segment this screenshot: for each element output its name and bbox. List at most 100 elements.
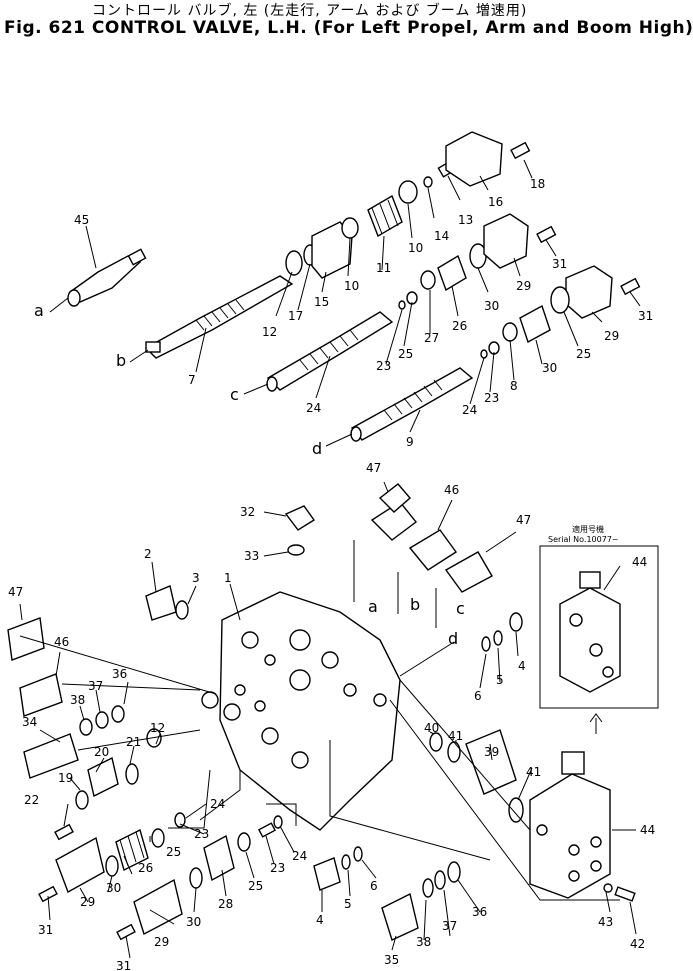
callout: 8 — [510, 379, 518, 393]
callout: 46 — [444, 483, 459, 497]
inset-serial: Serial No.10077~ — [548, 535, 619, 544]
letter-c: c — [230, 385, 239, 404]
callout: 31 — [116, 959, 131, 971]
callout: 2 — [144, 547, 152, 561]
left-plugs — [7, 585, 189, 841]
callout: 29 — [516, 279, 531, 293]
callout: 3 — [192, 571, 200, 585]
callout: 44 — [640, 823, 655, 837]
letter-b: b — [410, 595, 420, 614]
callout: 10 — [344, 279, 359, 293]
callout: 24 — [210, 797, 225, 811]
right-plugs — [429, 612, 524, 823]
callout: 27 — [424, 331, 439, 345]
letter-b: b — [116, 351, 126, 370]
part-9-spool — [350, 367, 474, 442]
upper-inserts — [284, 483, 493, 593]
callout: 32 — [240, 505, 255, 519]
callout: 24 — [292, 849, 307, 863]
title-japanese: コントロール バルブ, 左 (左走行, アーム および ブーム 増速用) — [92, 3, 528, 19]
callout: 39 — [484, 745, 499, 759]
callout: 24 — [306, 401, 321, 415]
letter-d: d — [312, 439, 322, 458]
callout: 29 — [80, 895, 95, 909]
callout: 35 — [384, 953, 399, 967]
callout: 34 — [22, 715, 37, 729]
callout: 43 — [598, 915, 613, 929]
callout: 45 — [74, 213, 89, 227]
callout: 47 — [366, 461, 381, 475]
callout: 6 — [370, 879, 378, 893]
callout: 38 — [416, 935, 431, 949]
callout: 7 — [188, 373, 196, 387]
connection-letters: a b c d a b c d — [34, 301, 465, 648]
callout: 28 — [218, 897, 233, 911]
callout: 6 — [474, 689, 482, 703]
callout: 37 — [88, 679, 103, 693]
callout: 37 — [442, 919, 457, 933]
callout: 29 — [154, 935, 169, 949]
callout: 23 — [484, 391, 499, 405]
callout: 42 — [630, 937, 645, 951]
callout: 22 — [24, 793, 39, 807]
callout: 25 — [398, 347, 413, 361]
callout: 1 — [224, 571, 232, 585]
callout: 44 — [632, 555, 647, 569]
callout: 30 — [484, 299, 499, 313]
part-44-inset — [559, 571, 621, 693]
callout: 18 — [530, 177, 545, 191]
callout: 5 — [496, 673, 504, 687]
callout: 41 — [448, 729, 463, 743]
callout: 5 — [344, 897, 352, 911]
callout: 19 — [58, 771, 73, 785]
callout: 26 — [138, 861, 153, 875]
callout: 30 — [106, 881, 121, 895]
callout: 12 — [150, 721, 165, 735]
callout: 12 — [262, 325, 277, 339]
callout: 24 — [462, 403, 477, 417]
callout: 23 — [194, 827, 209, 841]
callout: 20 — [94, 745, 109, 759]
callout: 13 — [458, 213, 473, 227]
callout: 9 — [406, 435, 414, 449]
figure-title: Fig. 621 CONTROL VALVE, L.H. (For Left P… — [4, 18, 693, 38]
callout: 41 — [526, 765, 541, 779]
callout: 17 — [288, 309, 303, 323]
inset-frame — [539, 545, 659, 709]
callout: 25 — [166, 845, 181, 859]
callout: 16 — [488, 195, 503, 209]
leader-lines — [19, 159, 641, 959]
callout: 26 — [452, 319, 467, 333]
part-1-valve-body — [201, 591, 401, 831]
callout: 23 — [270, 861, 285, 875]
callout: 30 — [186, 915, 201, 929]
exploded-parts-diagram: 45 18 16 13 14 10 10 11 15 17 12 7 31 29… — [7, 131, 659, 971]
callout: 47 — [516, 513, 531, 527]
callout: 25 — [576, 347, 591, 361]
part-8-spool — [266, 311, 394, 392]
letter-a: a — [34, 301, 44, 320]
callout: 4 — [316, 913, 324, 927]
callout: 46 — [54, 635, 69, 649]
callout: 33 — [244, 549, 259, 563]
part-7-spool — [144, 275, 294, 359]
callout: 11 — [376, 261, 391, 275]
callout: 4 — [518, 659, 526, 673]
letter-d: d — [448, 629, 458, 648]
inset-label-jp: 適用号機 — [572, 524, 604, 534]
callout: 23 — [376, 359, 391, 373]
callout: 47 — [8, 585, 23, 599]
callout: 31 — [38, 923, 53, 937]
callout: 38 — [70, 693, 85, 707]
callout: 36 — [112, 667, 127, 681]
letter-c: c — [456, 599, 465, 618]
callout: 40 — [424, 721, 439, 735]
callout: 14 — [434, 229, 449, 243]
callout: 21 — [126, 735, 141, 749]
callout: 10 — [408, 241, 423, 255]
callout: 31 — [552, 257, 567, 271]
part-45-spool-end — [67, 248, 147, 307]
callout: 30 — [542, 361, 557, 375]
letter-a: a — [368, 597, 378, 616]
part-44-lower — [529, 751, 636, 902]
